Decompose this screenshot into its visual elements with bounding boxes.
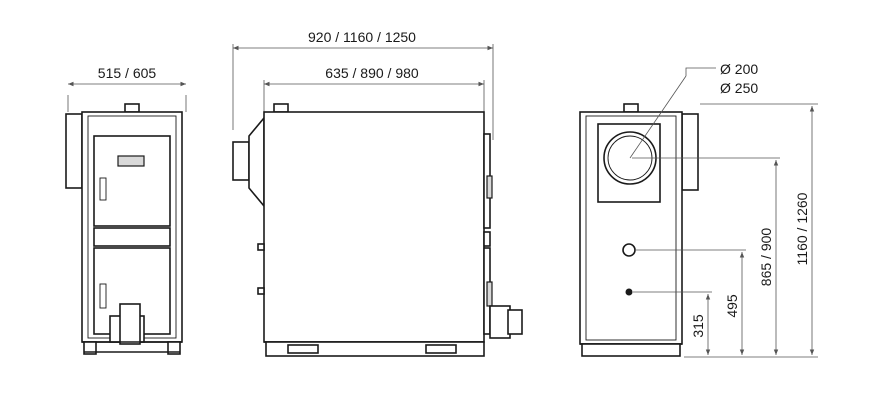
front-view: 515 / 605 [65,65,187,355]
front-upper-hinge [99,177,107,201]
rear-upper-connection [622,243,636,257]
rear-casing-inner [585,115,677,341]
front-foot-right [167,341,181,355]
flue-diameter-label-1: Ø 200 [720,61,758,77]
side-body-length-label: 635 / 890 / 980 [325,65,419,81]
front-middle-band [93,227,171,247]
rear-casing [579,111,683,345]
side-lower-handle [486,281,493,307]
front-lower-hinge [99,283,107,309]
flue-height-label: 865 / 900 [758,228,774,287]
front-blower-outlet [119,303,141,345]
side-blower-motor [507,309,523,335]
side-flue-pipe [232,141,250,181]
lower-connection-height-label: 315 [690,314,706,338]
side-body [263,111,485,343]
side-flue-transition [248,115,265,209]
side-base-slot-left [287,344,319,354]
side-middle-band-edge [483,231,491,247]
rear-lower-connection [625,288,633,296]
total-height-label: 1160 / 1260 [794,192,810,265]
front-upper-door-handle [117,155,145,167]
front-side-panel [65,113,83,189]
side-blower-housing [489,305,511,339]
front-width-label: 515 / 605 [98,65,157,81]
front-upper-door [93,135,171,227]
rear-flue-panel [597,123,661,203]
side-upper-handle [486,175,493,199]
flue-diameter-label-2: Ø 250 [720,80,758,96]
side-total-length-label: 920 / 1160 / 1250 [308,29,416,45]
rear-view: Ø 200 Ø 250 1160 / 1260 865 / 900 495 31… [579,61,818,358]
upper-connection-height-label: 495 [724,294,740,318]
rear-top-stub [623,103,639,113]
side-rear-connection-upper [257,243,265,251]
rear-base-frame [581,343,681,357]
side-view: 920 / 1160 / 1250 635 / 890 / 980 [232,29,523,357]
flue-diameter-leader-tail [685,67,716,76]
flue-diameter-leader [629,75,687,159]
side-base-slot-right [425,344,457,354]
side-rear-connection-lower [257,287,265,295]
front-top-stub [124,103,140,113]
front-foot-left [83,341,97,355]
rear-side-panel [681,113,699,191]
side-top-stub [273,103,289,113]
